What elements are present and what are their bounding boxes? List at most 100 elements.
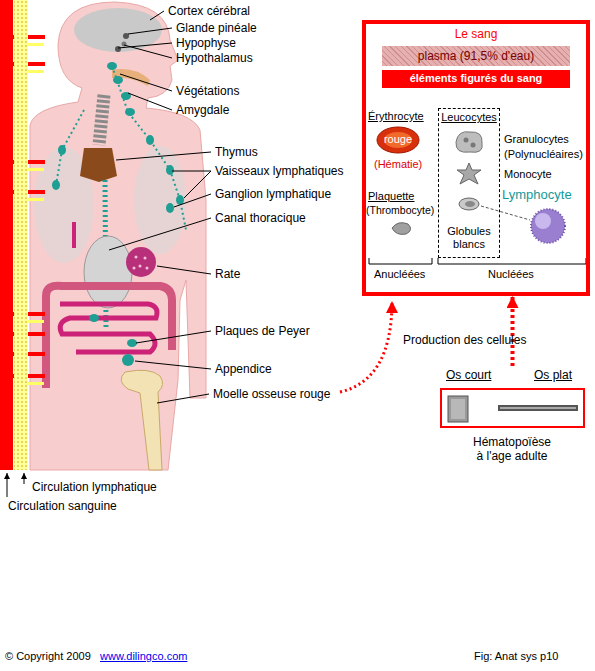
cell-name: Lymphocyte <box>502 187 572 203</box>
leader-line <box>109 11 211 403</box>
bone-box: Os court Os plat <box>440 366 585 430</box>
blood-cell <box>465 201 475 207</box>
leader-line <box>184 171 211 198</box>
lymph-node <box>166 203 174 213</box>
bone-frame <box>440 388 585 428</box>
bone-sample <box>451 399 465 419</box>
bone-sample <box>500 407 576 409</box>
pharynx <box>99 95 104 145</box>
blood-cell <box>464 138 469 143</box>
leader-line <box>120 74 172 91</box>
band-text: éléments figurés du sang <box>410 72 543 85</box>
cell-name: Plaquette <box>368 190 414 203</box>
lymph-circulation-bar <box>14 0 28 470</box>
blood-circulation-bar <box>0 0 13 470</box>
spleen <box>139 265 142 268</box>
panel-title: Le sang <box>366 27 586 41</box>
cell-synonym: (Hématie) <box>374 158 422 171</box>
formed-elements-band: éléments figurés du sang <box>382 70 570 88</box>
spleen <box>146 267 149 270</box>
blood-cell <box>471 143 476 148</box>
peyer-patch <box>89 314 99 322</box>
thymus <box>80 148 117 182</box>
arrow-label: Production des cellules <box>403 333 526 347</box>
leader-line <box>116 152 211 160</box>
intestine <box>60 304 157 352</box>
body-silhouette <box>30 2 206 470</box>
lymph-circulation-bar <box>28 43 44 46</box>
blood-cell <box>459 198 479 210</box>
leader-line <box>128 93 172 110</box>
blood-cell <box>481 206 530 220</box>
organ-label: Glande pinéale <box>176 21 257 35</box>
bone-sample <box>448 396 578 422</box>
lymph-circulation-bar <box>28 168 44 171</box>
group-bracket <box>438 258 586 264</box>
blood-circulation-bar <box>0 0 45 470</box>
lymph-node <box>107 62 117 70</box>
production-arrow <box>340 301 392 392</box>
organ-label: Amygdale <box>176 103 229 117</box>
lymph-node <box>166 165 174 175</box>
organ-label: Ganglion lymphatique <box>215 187 331 201</box>
lymph-node <box>113 76 123 84</box>
blood-cell <box>456 132 482 153</box>
aorta <box>72 222 76 248</box>
stomach <box>84 236 132 308</box>
bone-heading: Os plat <box>534 368 572 382</box>
leader-line <box>172 171 211 172</box>
lymph-vessel <box>112 66 186 230</box>
spleen <box>144 257 147 260</box>
organ-label: Végétations <box>176 84 239 98</box>
femur <box>121 370 162 470</box>
peyer-patch <box>89 314 137 347</box>
spleen <box>126 247 156 277</box>
bone-heading: Os court <box>446 368 491 382</box>
circulation-arrow <box>24 473 25 484</box>
aorta <box>74 222 75 248</box>
organ-label: Hypothalamus <box>176 51 253 65</box>
blood-cell <box>535 213 551 229</box>
leader-line <box>174 194 211 207</box>
cell-synonym: (Thrombocyte) <box>366 204 434 217</box>
bone-sample <box>448 396 468 422</box>
leader-line <box>109 218 211 250</box>
peyer-patch <box>127 339 137 347</box>
lymph-circulation-bar <box>28 198 44 201</box>
organ-label: Rate <box>215 267 240 281</box>
brain <box>115 46 121 52</box>
group-bracket <box>369 258 432 264</box>
blood-panel: Le sangÉrythrocyte (Hématie) Plaquette(Thr… <box>362 20 590 296</box>
leader-line <box>128 28 172 34</box>
lymph-vessel <box>56 110 84 185</box>
spleen <box>133 267 136 270</box>
blood-cell <box>531 209 565 243</box>
leader-line <box>136 331 211 343</box>
erythrocyte-center <box>384 132 412 148</box>
body-silhouette <box>30 2 206 470</box>
femur <box>121 370 162 470</box>
circulation-arrow <box>7 473 24 497</box>
blood-cell <box>531 209 565 243</box>
group-caption: Globules blancs <box>439 225 499 251</box>
stomach <box>84 236 132 308</box>
appendix <box>122 354 134 366</box>
leukocyte-box: LeucocytesGlobules blancs <box>438 108 500 258</box>
leader-line <box>135 361 211 369</box>
organ-label: Cortex cérébral <box>168 4 250 18</box>
organ-label: Hypophyse <box>176 36 236 50</box>
figure-reference: Fig: Anat sys p10 <box>474 650 558 663</box>
lymph-node <box>146 135 154 145</box>
lymph-node <box>125 108 135 116</box>
lymph-node <box>58 145 66 155</box>
organ-label: Thymus <box>215 145 258 159</box>
pharynx <box>99 69 150 145</box>
cell-color-text: rouge <box>384 133 412 146</box>
lymph-node <box>52 180 60 190</box>
cell-name: Érythrocyte <box>368 110 424 123</box>
lymph-vessel <box>56 66 186 230</box>
cell-name: Monocyte <box>504 168 552 181</box>
lymph-circulation-bar <box>28 320 44 323</box>
leader-line <box>157 394 209 403</box>
